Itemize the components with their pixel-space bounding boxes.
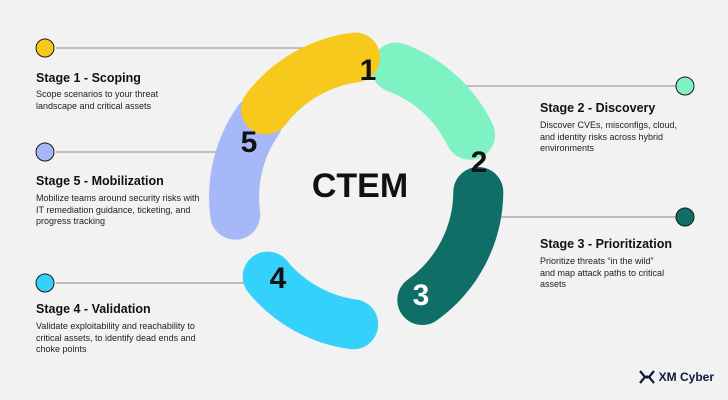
- ring-segment-4: [242, 251, 379, 350]
- stage-5-marker: [35, 142, 55, 162]
- stage-5-description: Mobilize teams around security risks wit…: [36, 193, 200, 226]
- ring-segment-2: [371, 42, 496, 160]
- stage-1-number: 1: [360, 54, 377, 87]
- stage-4-description: Validate exploitability and reachability…: [36, 321, 196, 354]
- ring-segment-1: [240, 32, 380, 135]
- stage-3-title: Stage 3 - Prioritization: [540, 237, 672, 251]
- xm-cyber-logo-icon: [638, 370, 655, 384]
- stage-1-marker: [35, 38, 55, 58]
- stage-4-marker: [35, 273, 55, 293]
- stage-2-title: Stage 2 - Discovery: [540, 101, 656, 115]
- stage-3-number: 3: [413, 279, 430, 312]
- brand-name: XM Cyber: [658, 370, 714, 384]
- stage-2-description: Discover CVEs, misconfigs, cloud, and id…: [540, 120, 678, 153]
- stage-5-title: Stage 5 - Mobilization: [36, 174, 164, 188]
- stage-4-number: 4: [270, 262, 287, 295]
- stage-1-description: Scope scenarios to your threat landscape…: [36, 89, 159, 111]
- brand-logo: XM Cyber: [638, 370, 714, 384]
- ring-segment-3: [397, 167, 504, 325]
- center-label: CTEM: [312, 167, 408, 205]
- stage-2-number: 2: [471, 146, 488, 179]
- stage-4-title: Stage 4 - Validation: [36, 302, 151, 316]
- stage-3-marker: [675, 207, 695, 227]
- stage-5-number: 5: [241, 126, 258, 159]
- stage-2-marker: [675, 76, 695, 96]
- stage-3-description: Prioritize threats “in the wild” and map…: [540, 256, 665, 289]
- stage-1-title: Stage 1 - Scoping: [36, 71, 141, 85]
